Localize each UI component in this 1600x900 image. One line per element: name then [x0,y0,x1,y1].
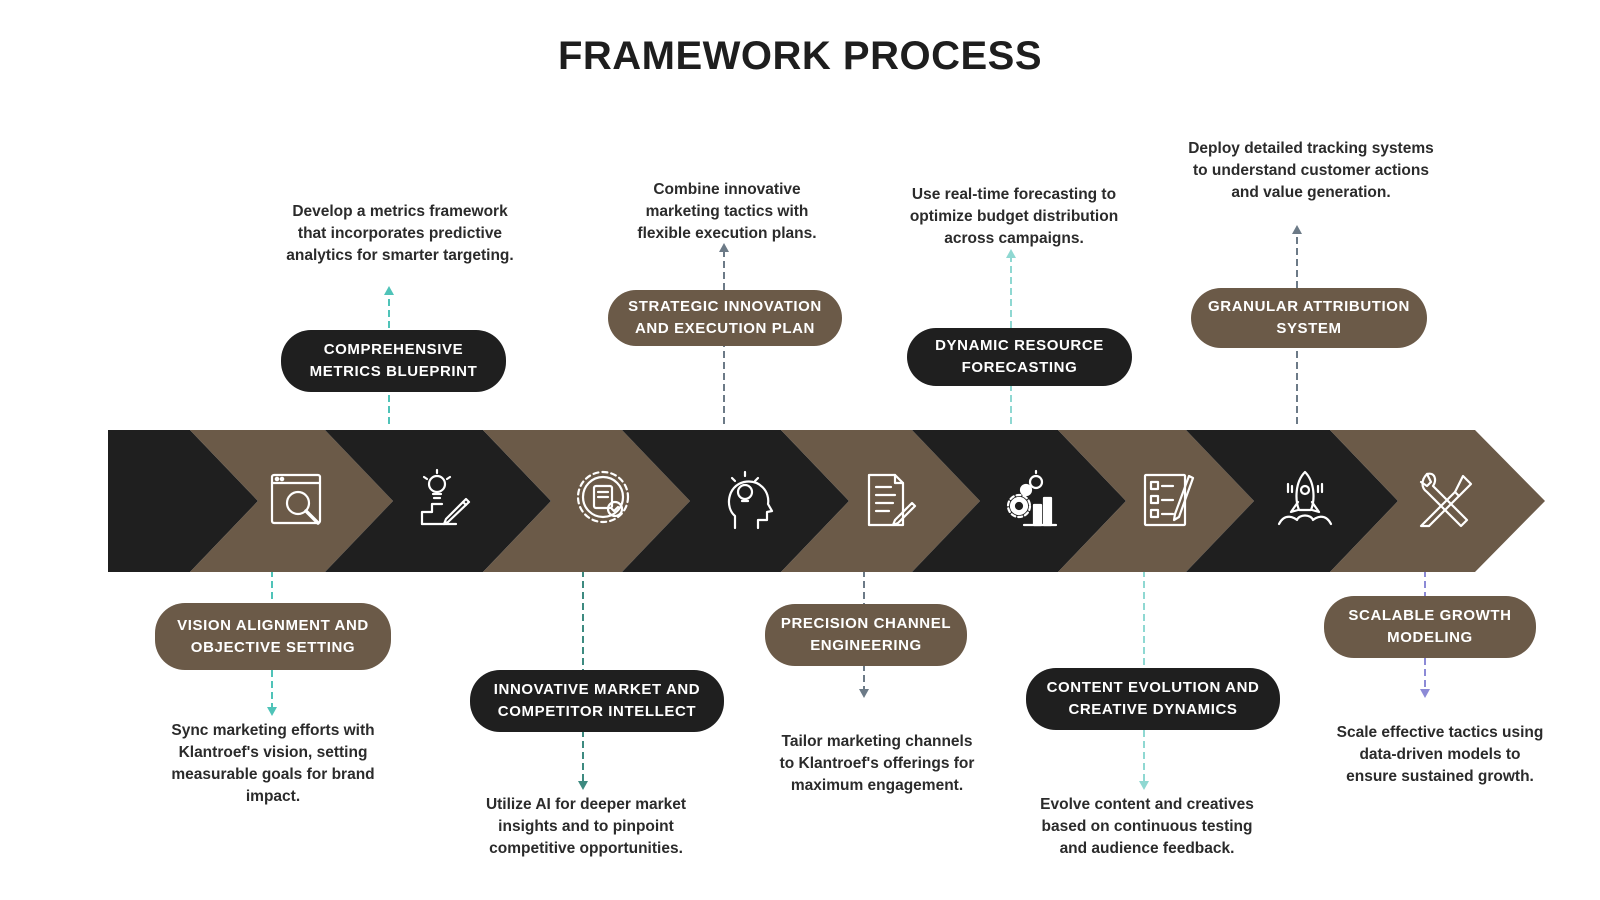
chevron-5 [622,430,849,572]
connector-4 [719,243,729,424]
step-2-description: Develop a metrics framework that incorpor… [259,201,541,267]
chevron-1 [108,430,258,572]
step-5-title-line2: ENGINEERING [810,637,922,654]
step-8-desc-line2: to understand customer actions [1193,162,1429,179]
step-3-title-line1: INNOVATIVE MARKET AND [493,681,701,698]
step-4-title-line2: AND EXECUTION PLAN [635,320,815,337]
step-4-description: Combine innovative marketing tactics with… [612,179,842,245]
step-7-description: Evolve content and creatives based on con… [1022,794,1272,860]
step-9-desc-line1: Scale effective tactics using [1336,724,1544,741]
step-6-pill: DYNAMIC RESOURCE FORECASTING [907,328,1132,386]
head-lightbulb-icon [727,470,774,530]
step-4-title-line1: STRATEGIC INNOVATION [628,298,822,315]
step-2-pill: COMPREHENSIVE METRICS BLUEPRINT [281,330,506,392]
step-7-title-line2: CREATIVE DYNAMICS [1068,701,1238,718]
step-5-desc-line2: to Klantroef's offerings for [779,755,975,772]
step-7-pill: CONTENT EVOLUTION AND CREATIVE DYNAMICS [1026,668,1280,730]
step-8-desc-line1: Deploy detailed tracking systems [1188,140,1434,157]
step-5-title-line1: PRECISION CHANNEL [780,615,952,632]
step-9-desc-line2: data-driven models to [1359,746,1521,763]
step-2-title-line1: COMPREHENSIVE [323,341,464,358]
step-1-pill: VISION ALIGNMENT AND OBJECTIVE SETTING [155,603,391,670]
step-8-description: Deploy detailed tracking systems to under… [1166,138,1456,204]
step-5-pill: PRECISION CHANNEL ENGINEERING [765,604,967,666]
step-3-description: Utilize AI for deeper market insights and… [458,794,714,860]
step-9-title-line2: MODELING [1387,629,1473,646]
chevron-6 [781,430,980,572]
step-8-title-line2: SYSTEM [1276,320,1342,337]
step-7-desc-line1: Evolve content and creatives [1040,796,1254,813]
step-3-desc-line3: competitive opportunities. [489,840,683,857]
step-5-description: Tailor marketing channels to Klantroef's … [750,731,1004,797]
gear-checklist-icon [576,470,630,524]
connector-2 [384,286,394,424]
step-1-desc-line2: Klantroef's vision, setting [178,744,368,761]
connector-8 [1292,225,1302,424]
chevron-3 [325,430,551,572]
step-6-desc-line2: optimize budget distribution [909,208,1119,225]
chevron-4 [483,430,690,572]
rocket-icon [1277,470,1333,526]
magnifier-window-icon [270,473,322,525]
step-7-desc-line2: based on continuous testing [1041,818,1253,835]
step-8-desc-line3: and value generation. [1231,184,1391,201]
step-9-title-line1: SCALABLE GROWTH [1348,607,1512,624]
step-6-desc-line3: across campaigns. [944,230,1084,247]
connectors [267,225,1430,790]
step-5-desc-line1: Tailor marketing channels [781,733,973,750]
step-7-desc-line3: and audience feedback. [1059,840,1235,857]
gears-idea-icon [1006,469,1058,527]
chevron-8 [1058,430,1254,572]
step-3-pill: INNOVATIVE MARKET AND COMPETITOR INTELLEC… [470,670,724,732]
step-1-desc-line4: impact. [245,788,301,805]
step-7-title-line1: CONTENT EVOLUTION AND [1046,679,1260,696]
step-1-title-line1: VISION ALIGNMENT AND [177,616,369,634]
step-9-description: Scale effective tactics using data-driven… [1322,722,1558,788]
connector-5 [859,570,869,698]
chevron-9 [1186,430,1398,572]
step-1-desc-line3: measurable goals for brand [171,766,375,783]
step-9-pill: SCALABLE GROWTH MODELING [1324,596,1536,658]
chevron-2 [190,430,393,572]
connector-9 [1420,570,1430,698]
step-6-desc-line1: Use real-time forecasting to [911,186,1117,203]
step-3-desc-line1: Utilize AI for deeper market [485,796,687,813]
connector-7 [1139,570,1149,790]
step-6-description: Use real-time forecasting to optimize bud… [889,184,1139,250]
page-title: FRAMEWORK PROCESS [557,34,1043,78]
step-6-title-line2: FORECASTING [961,359,1078,376]
step-2-desc-line3: analytics for smarter targeting. [286,247,514,264]
idea-pencil-icon [420,468,471,526]
connector-1 [267,570,277,716]
step-4-desc-line2: marketing tactics with [645,203,809,220]
step-9-desc-line3: ensure sustained growth. [1346,768,1534,785]
step-8-pill: GRANULAR ATTRIBUTION SYSTEM [1191,288,1427,348]
step-1-title-line2: OBJECTIVE SETTING [190,638,356,656]
step-6-title-line1: DYNAMIC RESOURCE [935,337,1104,354]
connector-3 [578,570,588,790]
step-4-desc-line3: flexible execution plans. [637,225,817,242]
step-3-desc-line2: insights and to pinpoint [498,818,674,835]
step-4-pill: STRATEGIC INNOVATION AND EXECUTION PLAN [608,290,842,346]
step-2-desc-line1: Develop a metrics framework [292,203,508,220]
document-pencil-icon [867,473,917,527]
step-8-title-line1: GRANULAR ATTRIBUTION [1208,298,1410,315]
step-4-desc-line1: Combine innovative [653,181,801,198]
step-2-title-line2: METRICS BLUEPRINT [309,363,478,380]
connector-6 [1006,249,1016,424]
step-3-title-line2: COMPETITOR INTELLECT [497,703,697,720]
chevron-band [108,430,1545,572]
checklist-pen-icon [1143,473,1195,527]
step-1-desc-line1: Sync marketing efforts with [171,722,375,739]
step-5-desc-line3: maximum engagement. [790,777,964,794]
wrench-screwdriver-icon [1419,472,1473,528]
step-2-desc-line2: that incorporates predictive [297,225,503,242]
